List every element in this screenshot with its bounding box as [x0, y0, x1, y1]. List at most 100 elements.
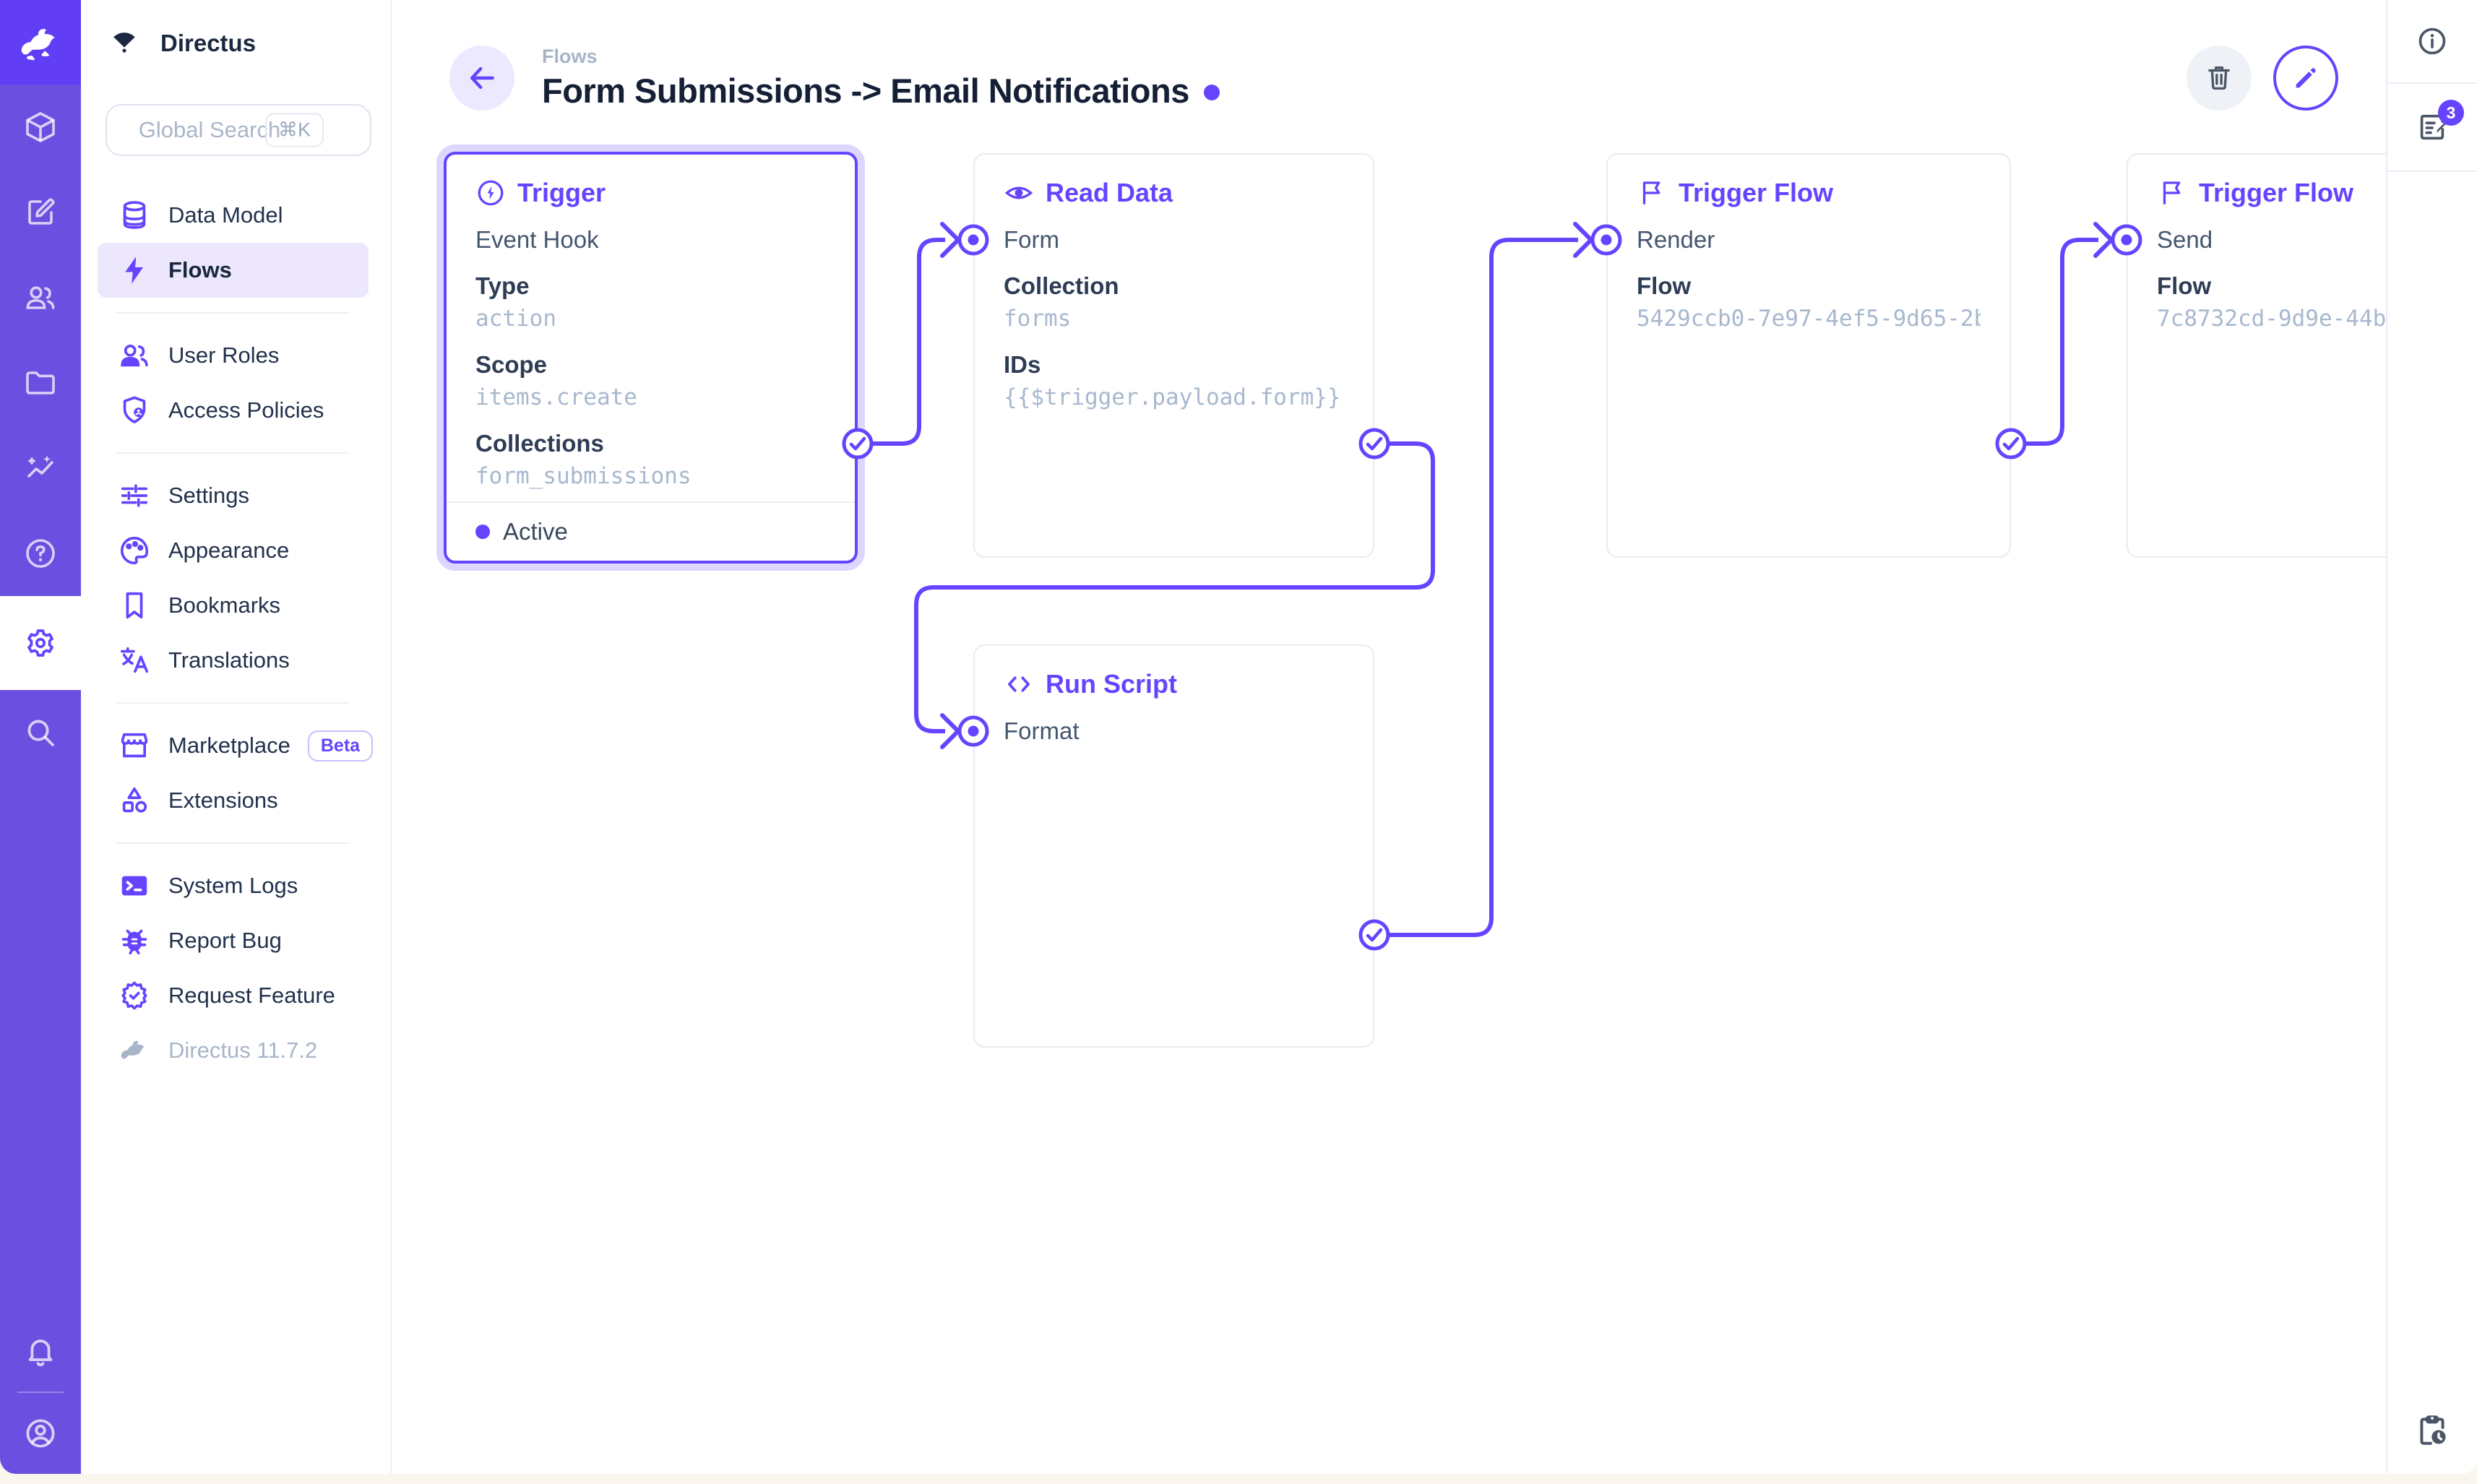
module-bar [0, 0, 81, 1474]
bug-icon [118, 924, 151, 957]
module-editor-button[interactable] [0, 170, 81, 255]
field-value: action [475, 306, 556, 332]
notifications-button[interactable] [0, 1311, 81, 1392]
storefront-icon [118, 729, 151, 762]
field-label: Type [475, 272, 530, 299]
module-settings-button[interactable] [0, 596, 81, 690]
eye-icon [1004, 186, 1033, 199]
help-icon [26, 539, 55, 568]
sidebar-item-label: Flows [168, 257, 232, 282]
node-header: Trigger Flow [1637, 178, 1981, 208]
sidebar-item-access-policies[interactable]: Access Policies [98, 383, 369, 438]
sidebar-item-marketplace[interactable]: Marketplace Beta [98, 718, 374, 773]
sidebar-item-label: Access Policies [168, 397, 324, 423]
field-value: 5429ccb0-7e97-4ef5-9d65-2b… [1637, 306, 1981, 332]
node-header: Run Script [1004, 669, 1344, 699]
bolt-icon [118, 254, 151, 287]
trigger-status: Active [447, 501, 855, 561]
sidebar-item-appearance[interactable]: Appearance [98, 523, 369, 578]
edit-icon [28, 198, 55, 225]
node-header: Trigger Flow [2157, 178, 2386, 208]
connector-run-script-to-render [1388, 238, 1578, 937]
module-content-button[interactable] [0, 85, 81, 170]
flag-icon [1642, 181, 1660, 204]
connector-render-to-send [2025, 238, 2098, 446]
input-label: Render [1637, 226, 1715, 253]
arrowhead-icon [1573, 222, 1593, 258]
bookmark-icon [118, 589, 151, 622]
user-roles-icon [118, 339, 151, 372]
node-header: Read Data [1004, 178, 1344, 208]
sidebar-item-label: Request Feature [168, 983, 335, 1008]
breadcrumb[interactable]: Flows [542, 45, 598, 67]
module-files-button[interactable] [0, 340, 81, 426]
account-circle-icon [26, 1419, 55, 1448]
database-icon [118, 199, 151, 232]
status-label: Active [503, 518, 568, 545]
beta-badge: Beta [307, 730, 374, 762]
sidebar-item-label: System Logs [168, 873, 298, 898]
input-label: Format [1004, 717, 1080, 744]
bell-icon [28, 1340, 53, 1366]
sidebar-item-label: Extensions [168, 788, 278, 813]
status-dot [475, 525, 490, 539]
sidebar-item-label: Marketplace [168, 733, 290, 758]
code-icon [1008, 676, 1030, 692]
back-button[interactable] [449, 45, 514, 111]
sidebar-item-report-bug[interactable]: Report Bug [98, 913, 369, 968]
log-count-badge: 3 [2438, 100, 2464, 126]
delete-flow-button[interactable] [2187, 45, 2252, 111]
field-label: Flow [2157, 272, 2212, 299]
sidebar-divider [115, 842, 350, 844]
node-trigger[interactable]: Trigger Event Hook Type action Scope ite… [444, 152, 858, 564]
module-search-button[interactable] [0, 690, 81, 775]
node-trigger-flow-send[interactable]: Trigger Flow Send Flow 7c8732cd-9d9e-44b… [2127, 153, 2386, 558]
account-button[interactable] [0, 1393, 81, 1474]
node-trigger-flow-render[interactable]: Trigger Flow Render Flow 5429ccb0-7e97-4… [1606, 153, 2011, 558]
node-run-script[interactable]: Run Script Format [973, 644, 1374, 1048]
pencil-icon [2296, 67, 2316, 87]
sidebar-item-label: Data Model [168, 202, 283, 228]
field-label: Scope [475, 351, 548, 378]
sidebar-item-request-feature[interactable]: Request Feature [98, 968, 369, 1023]
tune-icon [118, 479, 151, 512]
global-search-input[interactable] [107, 105, 370, 155]
right-rail: 3 [2386, 0, 2477, 1474]
logs-panel-button[interactable]: 3 [2387, 84, 2477, 172]
module-help-button[interactable] [0, 511, 81, 596]
info-icon [2418, 27, 2446, 55]
sidebar-item-settings[interactable]: Settings [98, 468, 369, 523]
module-users-button[interactable] [0, 255, 81, 340]
search-shortcut-chip: ⌘K [264, 113, 324, 147]
title-block: Flows Form Submissions -> Email Notifica… [542, 46, 1220, 111]
module-insights-button[interactable] [0, 426, 81, 511]
sidebar-item-flows[interactable]: Flows [98, 243, 369, 298]
rabbit-logo-icon [21, 28, 55, 60]
header-actions [2187, 45, 2338, 111]
folder-icon [26, 371, 55, 394]
nav-sidebar: Directus ⌘K Data Model F [81, 0, 392, 1474]
rabbit-version-icon [118, 1034, 151, 1067]
node-read-data[interactable]: Read Data Form Collection forms IDs {{$t… [973, 153, 1374, 558]
flag-icon [2163, 181, 2181, 204]
directus-logo-button[interactable] [0, 0, 81, 85]
cube-icon [26, 112, 55, 142]
sidebar-item-data-model[interactable]: Data Model [98, 188, 369, 243]
sidebar-item-system-logs[interactable]: System Logs [98, 858, 369, 913]
sidebar-item-translations[interactable]: Translations [98, 633, 369, 688]
project-switcher[interactable]: Directus [81, 20, 390, 66]
trigger-bolt-icon [478, 180, 504, 206]
sidebar-item-bookmarks[interactable]: Bookmarks [98, 578, 369, 633]
history-button[interactable] [2414, 1412, 2450, 1452]
translate-icon [118, 644, 151, 677]
flow-info-button[interactable] [2387, 0, 2477, 84]
sidebar-item-extensions[interactable]: Extensions [98, 773, 369, 828]
shapes-icon [118, 784, 151, 817]
edit-flow-button[interactable] [2273, 45, 2338, 111]
field-value: form_submissions [475, 463, 692, 489]
users-icon [26, 286, 55, 309]
project-name: Directus [160, 30, 257, 56]
global-search[interactable]: ⌘K [105, 104, 371, 156]
field-label: Flow [1637, 272, 1692, 299]
sidebar-item-user-roles[interactable]: User Roles [98, 328, 369, 383]
